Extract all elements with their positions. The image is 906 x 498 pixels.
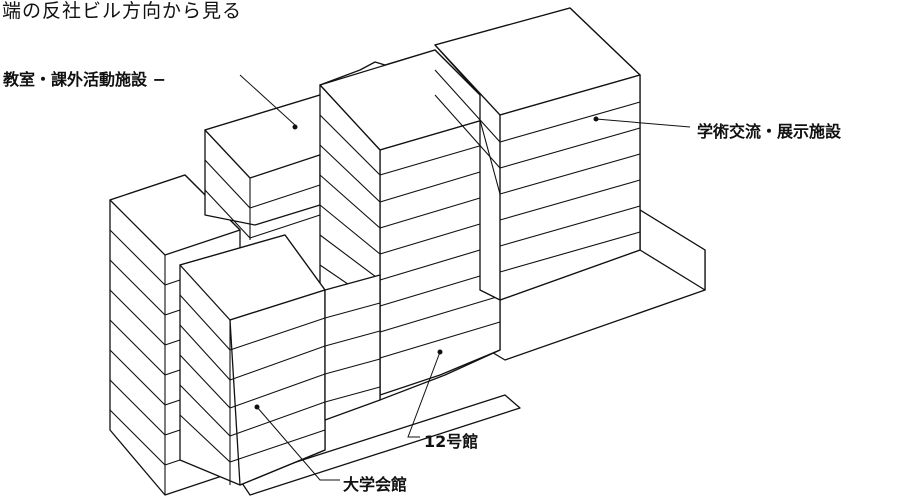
leader-building-12 <box>407 349 443 438</box>
label-classroom-facility: 教室・課外活動施設 − <box>3 70 166 89</box>
view-caption: 端の反社ビル方向から見る <box>2 0 243 22</box>
leader-classroom <box>239 74 298 130</box>
label-university-hall: 大学会館 <box>343 475 408 494</box>
university-hall-block <box>179 234 381 486</box>
label-building-12: 12号館 <box>424 432 479 451</box>
label-academic-exchange-facility: 学術交流・展示施設 <box>697 122 842 141</box>
leader-academic <box>593 116 691 128</box>
academic-exchange-tower <box>434 7 641 301</box>
leader-university-hall <box>254 404 340 481</box>
